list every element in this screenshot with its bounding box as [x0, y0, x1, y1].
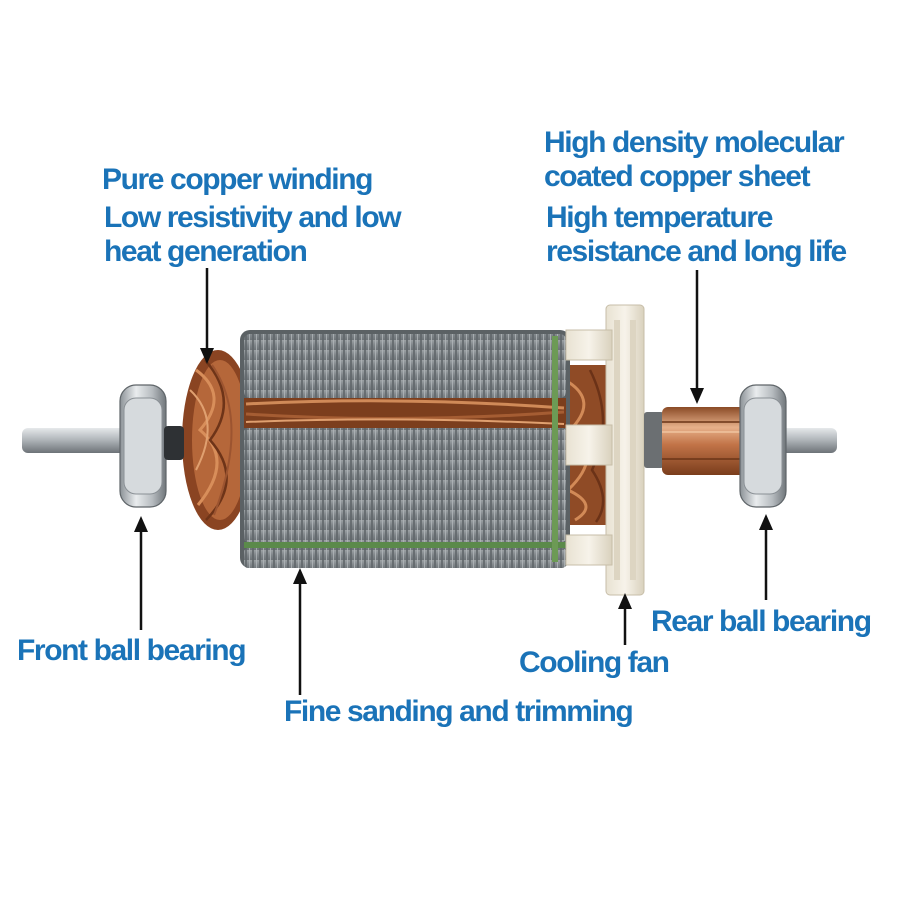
- label-high-density-line1: High density molecular: [544, 126, 845, 159]
- label-high-temp-line2: resistance and long life: [546, 235, 847, 268]
- front-copper-winding: [182, 350, 254, 530]
- pointer-commutator: [690, 270, 704, 404]
- pointer-copper-winding: [200, 268, 214, 364]
- label-pure-copper-winding: Pure copper winding: [102, 163, 373, 196]
- cooling-fan: [565, 304, 645, 596]
- label-front-ball-bearing: Front ball bearing: [17, 634, 247, 667]
- commutator: [644, 407, 750, 475]
- label-rear-ball-bearing: Rear ball bearing: [651, 605, 872, 638]
- pointer-rear-bearing: [759, 514, 773, 600]
- rear-ball-bearing: [739, 384, 787, 508]
- label-low-resistivity-line1: Low resistivity and low: [104, 201, 402, 234]
- label-low-resistivity-line2: heat generation: [104, 235, 308, 268]
- pointer-front-bearing: [134, 516, 148, 630]
- label-high-density-line2: coated copper sheet: [544, 160, 811, 193]
- label-fine-sanding: Fine sanding and trimming: [284, 695, 634, 728]
- label-cooling-fan: Cooling fan: [519, 646, 670, 679]
- pointer-core: [293, 568, 307, 695]
- laminated-core: [240, 330, 570, 568]
- front-ball-bearing: [119, 384, 184, 508]
- pointer-cooling-fan: [618, 593, 632, 645]
- label-high-temp-line1: High temperature: [546, 201, 773, 234]
